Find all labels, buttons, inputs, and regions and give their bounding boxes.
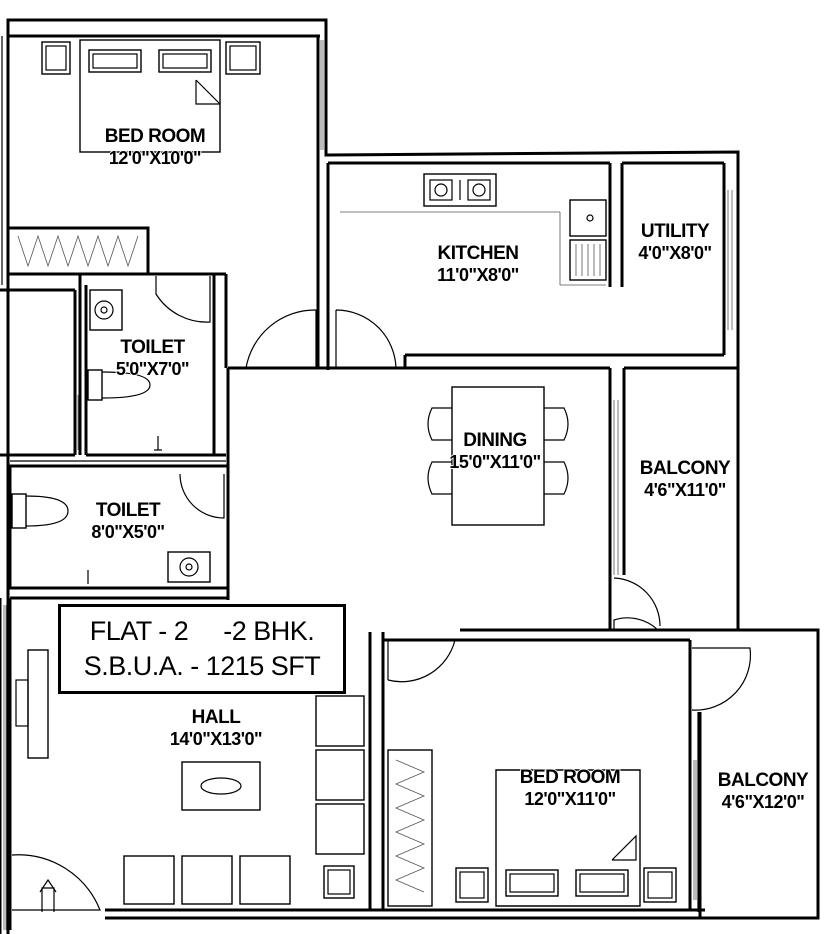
walls (0, 18, 820, 934)
dining-furniture (427, 386, 569, 526)
room-dimensions: 4'0"X8'0" (638, 242, 712, 263)
room-name: BALCONY (717, 770, 809, 791)
room-dimensions: 4'6"X12'0" (721, 791, 805, 812)
room-dimensions: 4'6"X11'0" (644, 479, 726, 500)
room-dimensions: 14'0"X13'0" (169, 728, 263, 749)
room-dimensions: 12'0"X11'0" (524, 788, 616, 809)
room-dimensions: 11'0"X8'0" (437, 264, 519, 285)
bed-room-2-furniture (387, 749, 677, 907)
room-label-toilet-1: TOILET 5'0"X7'0" (90, 337, 215, 380)
room-label-balcony-1: BALCONY 4'6"X11'0" (618, 458, 752, 501)
area-line: S.B.U.A. - 1215 SFT (83, 651, 321, 681)
room-label-bed-room-1: BED ROOM 12'0"X10'0" (80, 126, 230, 169)
room-dimensions: 5'0"X7'0" (115, 358, 190, 379)
room-name: BALCONY (639, 458, 731, 479)
flat-title-block: FLAT - 2 -2 BHK. S.B.U.A. - 1215 SFT (58, 604, 346, 694)
room-dimensions: 8'0"X5'0" (91, 521, 165, 542)
room-label-bed-room-2: BED ROOM 12'0"X11'0" (494, 767, 646, 810)
bed-room-1-furniture (17, 39, 261, 268)
room-name: BED ROOM (519, 767, 621, 788)
doors (11, 276, 752, 911)
kitchen-fixtures (340, 173, 607, 286)
room-name: TOILET (120, 337, 185, 358)
room-name: UTILITY (640, 221, 710, 242)
flat-type-line: FLAT - 2 -2 BHK. (89, 615, 315, 646)
room-label-toilet-2: TOILET 8'0"X5'0" (66, 500, 190, 543)
room-name: HALL (191, 707, 241, 728)
hall-furniture (15, 649, 365, 912)
toilet-1-fixtures (87, 289, 162, 451)
room-name: DINING (463, 430, 527, 451)
toilet-2-fixtures (11, 493, 211, 584)
room-label-utility: UTILITY 4'0"X8'0" (620, 221, 730, 264)
room-label-hall: HALL 14'0"X13'0" (142, 707, 290, 750)
room-label-kitchen: KITCHEN 11'0"X8'0" (404, 243, 552, 286)
windows (3, 40, 733, 930)
room-name: BED ROOM (104, 126, 206, 147)
room-name: KITCHEN (437, 243, 519, 264)
room-name: TOILET (95, 500, 161, 521)
room-dimensions: 12'0"X10'0" (108, 147, 202, 168)
room-dimensions: 15'0"X11'0" (449, 451, 541, 472)
room-label-dining: DINING 15'0"X11'0" (420, 430, 570, 473)
room-label-balcony-2: BALCONY 4'6"X12'0" (700, 770, 826, 813)
